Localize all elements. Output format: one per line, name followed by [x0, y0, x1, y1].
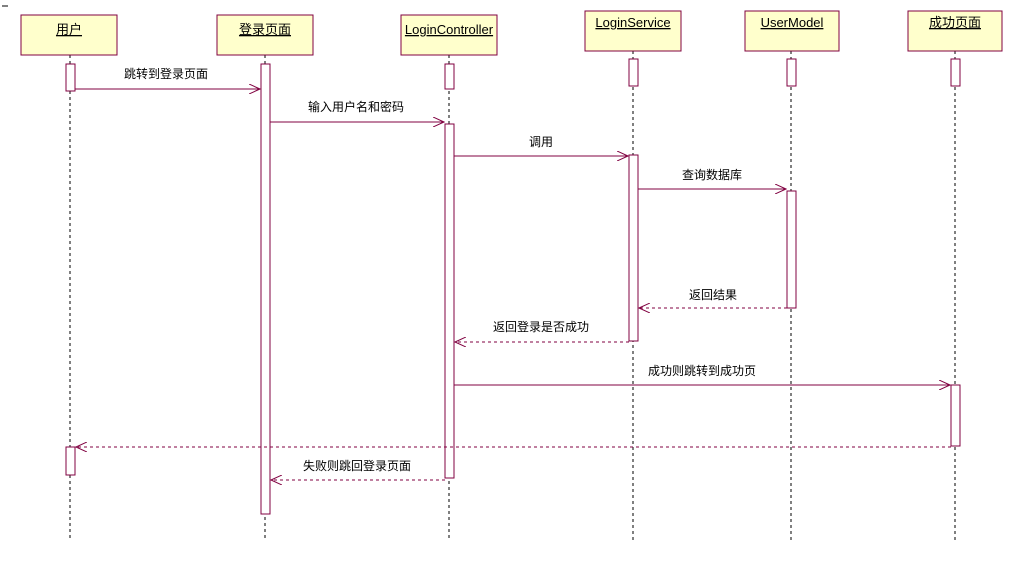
message-label-4: 查询数据库 [682, 167, 742, 182]
message-label-7: 成功则跳转到成功页 [648, 363, 756, 378]
participant-model: UserModel [744, 10, 840, 52]
message-label-5: 返回结果 [689, 288, 737, 302]
activation-controller-2 [444, 123, 455, 479]
participant-login-page: 登录页面 [216, 14, 314, 56]
participant-controller: LoginController [400, 14, 498, 56]
activation-success-page-2 [950, 384, 961, 447]
activations [65, 58, 961, 515]
participant-service: LoginService [584, 10, 682, 52]
participant-controller-label: LoginController [405, 22, 494, 37]
activation-service-2 [628, 154, 639, 342]
activation-service-1 [628, 58, 639, 87]
participant-service-label: LoginService [595, 15, 670, 30]
activation-model-1 [786, 58, 797, 87]
message-label-3: 调用 [529, 135, 553, 149]
activation-user-1 [65, 63, 76, 92]
participant-success-page: 成功页面 [907, 10, 1003, 52]
participant-success-page-label: 成功页面 [929, 15, 981, 30]
participant-user-label: 用户 [56, 22, 82, 37]
participants: 用户 登录页面 LoginController LoginService Use… [20, 10, 1003, 56]
participant-model-label: UserModel [761, 15, 824, 30]
activation-model-2 [786, 190, 797, 309]
activation-success-page-1 [950, 58, 961, 87]
message-label-6: 返回登录是否成功 [493, 319, 589, 334]
message-label-1: 跳转到登录页面 [124, 66, 208, 81]
message-label-2: 输入用户名和密码 [308, 99, 404, 114]
lifelines [69, 51, 956, 540]
activation-controller-1 [444, 63, 455, 90]
activation-user-2 [65, 446, 76, 476]
participant-login-page-label: 登录页面 [239, 22, 291, 37]
messages [75, 89, 951, 480]
message-labels: 跳转到登录页面 输入用户名和密码 调用 查询数据库 返回结果 返回登录是否成功 … [124, 66, 756, 473]
participant-user: 用户 [20, 14, 118, 56]
activation-login-page [260, 63, 271, 515]
message-label-9: 失败则跳回登录页面 [303, 458, 411, 473]
